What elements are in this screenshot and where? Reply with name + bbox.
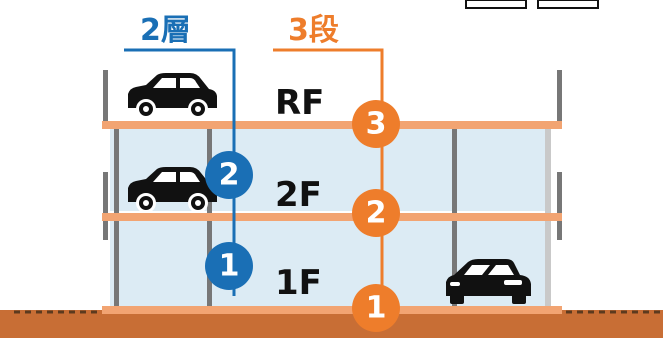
layers-heading: 2層 bbox=[140, 13, 191, 48]
floor-label-2f: 2F bbox=[275, 175, 322, 215]
step-marker-1: 1 bbox=[352, 284, 400, 332]
layer-marker-1-label: 1 bbox=[219, 249, 240, 284]
floor-label-rf: RF bbox=[275, 83, 324, 123]
decks bbox=[102, 121, 562, 314]
steps-heading: 3段 bbox=[288, 13, 339, 48]
floor-label-1f: 1F bbox=[275, 263, 322, 303]
step-marker-3: 3 bbox=[352, 100, 400, 148]
layers-bracket bbox=[124, 48, 236, 296]
layer-marker-2: 2 bbox=[205, 151, 253, 199]
car-icon bbox=[126, 72, 219, 118]
layer-marker-1: 1 bbox=[205, 242, 253, 290]
step-marker-2: 2 bbox=[352, 189, 400, 237]
step-marker-1-label: 1 bbox=[366, 291, 387, 326]
step-marker-3-label: 3 bbox=[366, 107, 387, 142]
layer-marker-2-label: 2 bbox=[219, 158, 240, 193]
ground bbox=[0, 310, 663, 338]
top-right-frames bbox=[465, 0, 599, 9]
step-marker-2-label: 2 bbox=[366, 196, 387, 231]
